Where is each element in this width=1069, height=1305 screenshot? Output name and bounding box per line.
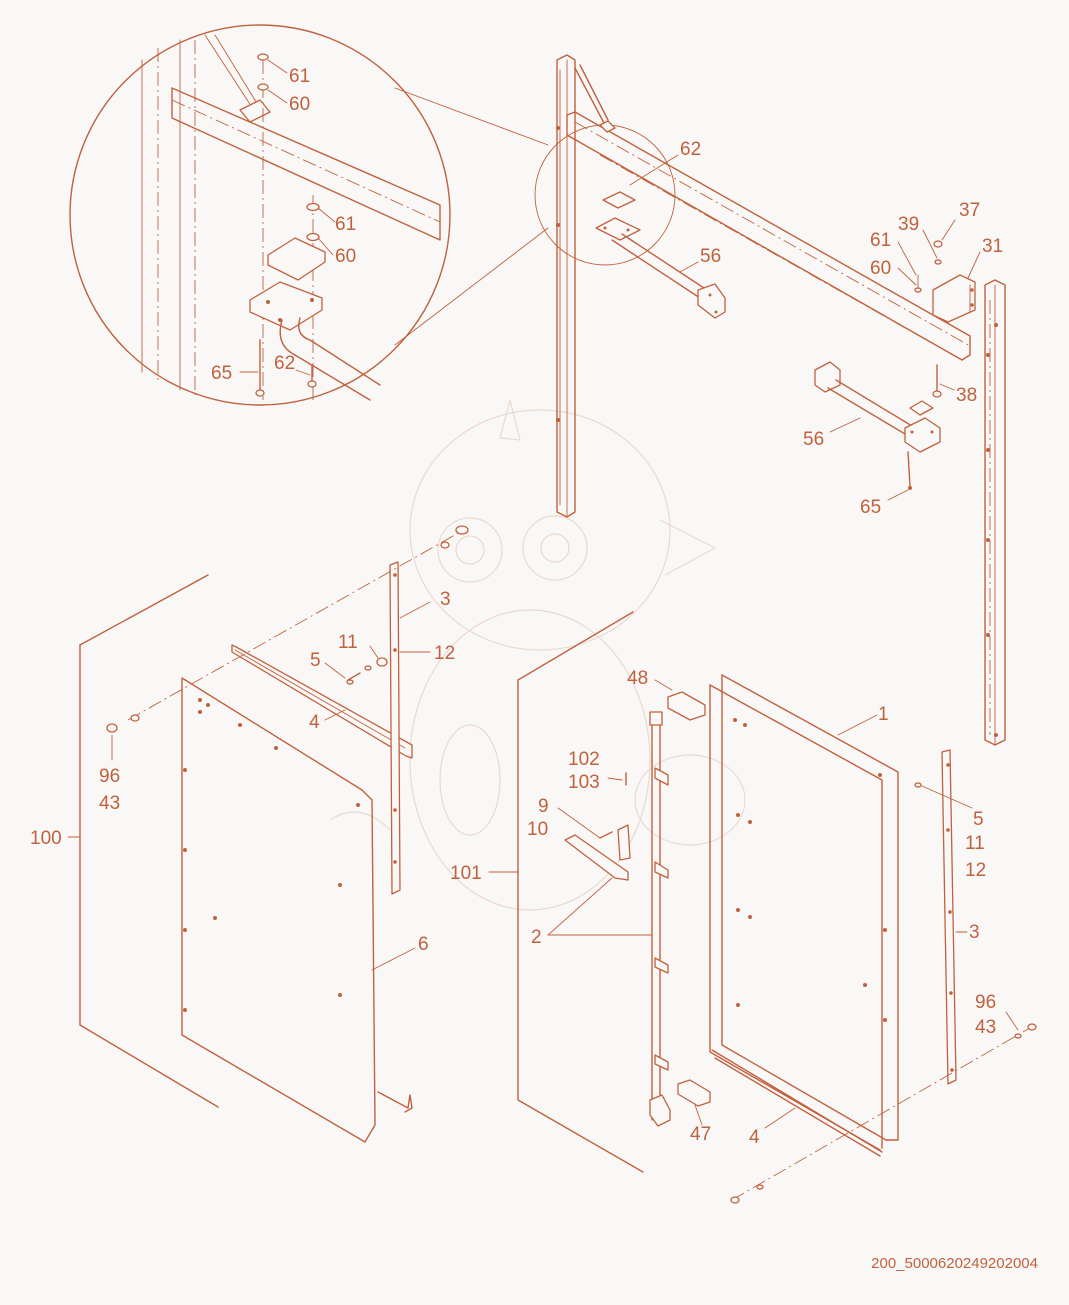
- callout-48: 48: [627, 668, 648, 689]
- callout-4: 4: [309, 712, 320, 733]
- callout-3: 3: [440, 589, 451, 610]
- callout-12: 12: [965, 860, 986, 881]
- callout-1: 1: [878, 704, 889, 725]
- callout-62: 62: [680, 139, 701, 160]
- callout-labels: 61 60 61 60 65 62 62 56 37 39 61 31 60 3…: [30, 66, 1003, 1148]
- callout-62: 62: [274, 353, 295, 374]
- callout-61: 61: [335, 214, 356, 235]
- callout-100: 100: [30, 828, 62, 849]
- left-door-assembly: [79, 525, 469, 1143]
- callout-2: 2: [531, 927, 542, 948]
- right-door-assembly: [517, 611, 1037, 1204]
- callout-11: 11: [965, 833, 985, 854]
- callout-9: 9: [538, 796, 549, 817]
- callout-38: 38: [956, 385, 977, 406]
- callout-37: 37: [959, 200, 980, 221]
- callout-3: 3: [969, 922, 980, 943]
- callout-101: 101: [450, 863, 482, 884]
- watermark-mascot: [329, 399, 746, 911]
- arm-56-upper: [595, 191, 726, 319]
- drawing-code: 200_5000620249202004: [871, 1255, 1038, 1272]
- callout-56: 56: [700, 246, 721, 267]
- callout-10: 10: [527, 819, 548, 840]
- callout-96: 96: [975, 992, 996, 1013]
- callout-102: 102: [568, 749, 600, 770]
- callout-65: 65: [860, 497, 881, 518]
- detail-view: [69, 24, 676, 406]
- callout-43: 43: [975, 1017, 996, 1038]
- arm-56-lower: [814, 361, 941, 490]
- upper-frame: [556, 54, 1006, 746]
- callout-60: 60: [289, 94, 310, 115]
- callout-43: 43: [99, 793, 120, 814]
- callout-61: 61: [870, 230, 891, 251]
- callout-61: 61: [289, 66, 310, 87]
- callout-31: 31: [982, 236, 1003, 257]
- callout-39: 39: [898, 214, 919, 235]
- callout-103: 103: [568, 772, 600, 793]
- callout-12: 12: [434, 643, 455, 664]
- callout-60: 60: [335, 246, 356, 267]
- callout-11: 11: [338, 632, 358, 653]
- callout-5: 5: [973, 809, 984, 830]
- callout-65: 65: [211, 363, 232, 384]
- leader-lines: [67, 59, 1019, 1129]
- callout-96: 96: [99, 766, 120, 787]
- callout-60: 60: [870, 258, 891, 279]
- callout-56: 56: [803, 429, 824, 450]
- callout-4: 4: [749, 1127, 760, 1148]
- callout-6: 6: [418, 934, 429, 955]
- callout-5: 5: [310, 650, 321, 671]
- callout-47: 47: [690, 1124, 711, 1145]
